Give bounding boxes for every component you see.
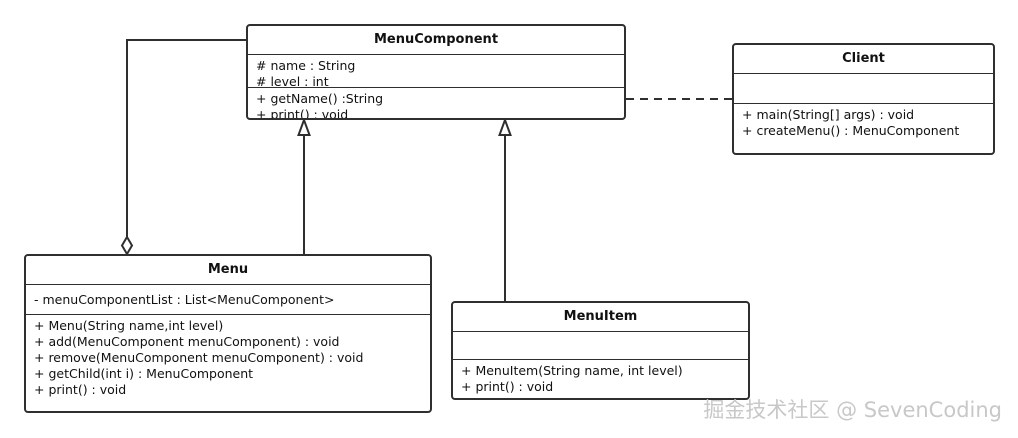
attribute-section: - menuComponentList : List<MenuComponent…: [26, 285, 430, 315]
class-menucomponent[interactable]: MenuComponent # name : String # level : …: [246, 24, 626, 120]
class-name: MenuItem: [453, 303, 748, 332]
method: + add(MenuComponent menuComponent) : voi…: [34, 334, 340, 349]
attribute-section: [734, 74, 993, 104]
class-name: MenuComponent: [248, 26, 624, 55]
method: + main(String[] args) : void: [742, 107, 915, 122]
method: + print() : void: [256, 107, 349, 120]
class-name: Menu: [26, 256, 430, 285]
attribute-section: # name : String # level : int: [248, 55, 624, 89]
attribute: # name : String: [256, 58, 356, 73]
method: + print() : void: [461, 379, 554, 394]
class-menuitem[interactable]: MenuItem + MenuItem(String name, int lev…: [451, 301, 750, 400]
method-section: + getName() :String + print() : void: [248, 88, 624, 120]
attribute-section: [453, 332, 748, 360]
method: + getName() :String: [256, 91, 384, 106]
method: + remove(MenuComponent menuComponent) : …: [34, 350, 364, 365]
method-section: + Menu(String name,int level) + add(Menu…: [26, 315, 430, 401]
method: + createMenu() : MenuComponent: [742, 123, 960, 138]
method: + print() : void: [34, 382, 127, 397]
class-client[interactable]: Client + main(String[] args) : void + cr…: [732, 43, 995, 155]
method: + Menu(String name,int level): [34, 318, 224, 333]
attribute: # level : int: [256, 74, 329, 89]
generalization-arrowhead-menuitem: [498, 117, 512, 136]
generalization-arrowhead-menu: [297, 117, 311, 136]
watermark: 掘金技术社区 @ SevenCoding: [703, 398, 1002, 422]
class-menu[interactable]: Menu - menuComponentList : List<MenuComp…: [24, 254, 432, 413]
aggregation-diamond: [120, 235, 134, 256]
aggregation-line: [126, 39, 246, 237]
class-name: Client: [734, 45, 993, 74]
attribute: - menuComponentList : List<MenuComponent…: [34, 292, 335, 307]
method-section: + main(String[] args) : void + createMen…: [734, 104, 993, 142]
method-section: + MenuItem(String name, int level) + pri…: [453, 360, 748, 398]
method: + getChild(int i) : MenuComponent: [34, 366, 254, 381]
method: + MenuItem(String name, int level): [461, 363, 683, 378]
